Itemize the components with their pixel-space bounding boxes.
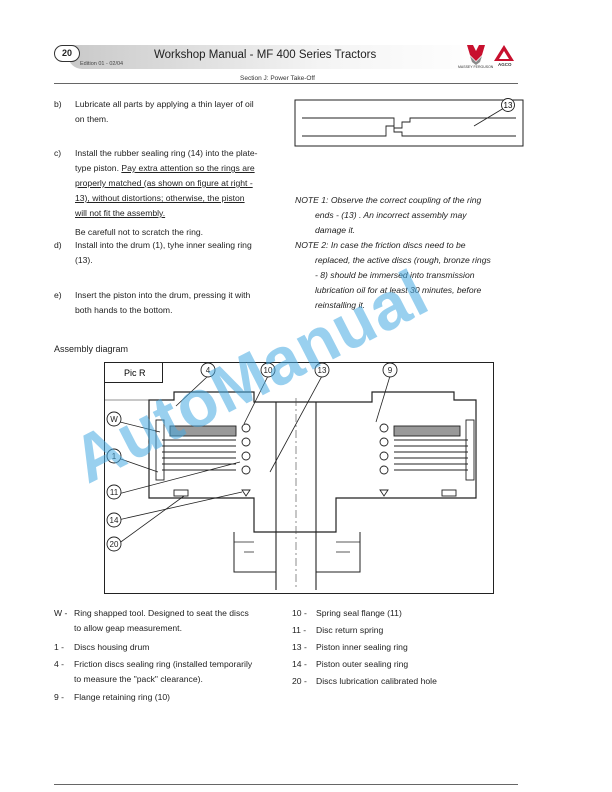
- pic-label: Pic R: [124, 368, 146, 378]
- legend-item-9: 9 - Flange retaining ring (10): [54, 690, 294, 705]
- legend-key: 13 -: [292, 642, 307, 652]
- step-line-part: type piston.: [75, 163, 122, 173]
- edition-label: Edition 01 - 02/04: [80, 61, 124, 67]
- step-line: Lubricate all parts by applying a thin l…: [75, 99, 254, 109]
- legend-key: 14 -: [292, 659, 307, 669]
- step-marker: b): [54, 99, 62, 109]
- step-d: d) Install into the drum (1), tyhe inner…: [54, 238, 334, 270]
- logo-left-caption: MASSEY FERGUSON: [458, 65, 494, 69]
- step-marker: e): [54, 290, 62, 300]
- callout-9-label: 9: [388, 366, 393, 375]
- step-c: c) Install the rubber sealing ring (14) …: [54, 146, 334, 246]
- legend-key: W -: [54, 608, 68, 618]
- note-text: - 8) should be immersed into transmissio…: [315, 270, 475, 280]
- step-text: Lubricate all parts by applying a thin l…: [75, 97, 333, 127]
- legend-line: Ring shapped tool. Designed to seat the …: [74, 608, 249, 618]
- assembly-diagram-heading: Assembly diagram: [54, 344, 129, 354]
- note-text: Observe the correct coupling of the ring: [330, 195, 482, 205]
- legend-key: 1 -: [54, 642, 65, 652]
- legend-value: Ring shapped tool. Designed to seat the …: [74, 606, 292, 636]
- step-text: Install the rubber sealing ring (14) int…: [75, 146, 333, 240]
- underlined-text: Pay extra attention so the rings are: [121, 163, 255, 173]
- note-2: NOTE 2: In case the friction discs need …: [295, 238, 521, 314]
- header-rule: [54, 83, 518, 84]
- callout-10-label: 10: [264, 366, 273, 375]
- note-label: NOTE 2:: [295, 240, 329, 250]
- agco-logo-icon: [494, 45, 514, 61]
- legend-value: Spring seal flange (11): [316, 608, 402, 618]
- step-marker: d): [54, 240, 62, 250]
- legend-value: Disc return spring: [316, 625, 384, 635]
- step-line: Be carefull not to scratch the ring.: [75, 227, 204, 237]
- step-line: type piston. Pay extra attention so the …: [75, 161, 333, 176]
- callout-4-label: 4: [206, 366, 211, 375]
- callout-20-label: 20: [110, 540, 119, 549]
- underlined-text: will not fit the assembly.: [75, 208, 166, 218]
- legend-key: 9 -: [54, 692, 65, 702]
- legend-key: 4 -: [54, 659, 65, 669]
- massey-ferguson-logo-icon: [467, 45, 485, 65]
- legend-item-1: 1 - Discs housing drum: [54, 640, 294, 655]
- legend-value: Discs lubrication calibrated hole: [316, 676, 437, 686]
- step-line: Install into the drum (1), tyhe inner se…: [75, 240, 252, 250]
- note-text: lubrication oil for at least 30 minutes,…: [315, 285, 482, 295]
- legend-item-14: 14 - Piston outer sealing ring: [292, 657, 518, 672]
- callout-13-label: 13: [318, 366, 327, 375]
- underlined-text: 13), without distortions; otherwise, the…: [75, 193, 245, 203]
- legend-value: Piston outer sealing ring: [316, 659, 409, 669]
- step-marker: c): [54, 148, 62, 158]
- callout-1-label: 1: [112, 452, 117, 461]
- step-e: e) Insert the piston into the drum, pres…: [54, 288, 334, 320]
- note-text: In case the friction discs need to be: [330, 240, 466, 250]
- legend-item-10: 10 - Spring seal flange (11): [292, 606, 518, 621]
- legend-item-4: 4 - Friction discs sealing ring (install…: [54, 657, 294, 687]
- assembly-diagram: Pic R: [104, 362, 494, 594]
- legend-line: to allow geap measurement.: [74, 623, 182, 633]
- legend-line: Friction discs sealing ring (installed t…: [74, 659, 253, 669]
- note-text: reinstalling it.: [315, 300, 366, 310]
- legend-value: Piston inner sealing ring: [316, 642, 408, 652]
- legend-value: Flange retaining ring (10): [74, 692, 171, 702]
- ring-coupling-detail-figure: 13: [294, 98, 524, 147]
- legend-value: Friction discs sealing ring (installed t…: [74, 657, 292, 687]
- note-text: replaced, the active discs (rough, bronz…: [315, 255, 491, 265]
- step-line: Install the rubber sealing ring (14) int…: [75, 148, 258, 158]
- note-text: damage it.: [315, 225, 356, 235]
- step-line: (13).: [75, 255, 93, 265]
- logo-right-caption: AGCO: [498, 62, 512, 67]
- section-label: Section J: Power Take-Off: [240, 75, 315, 82]
- step-text: Insert the piston into the drum, pressin…: [75, 288, 333, 318]
- footer-rule: [54, 784, 518, 785]
- manual-title: Workshop Manual - MF 400 Series Tractors: [154, 49, 377, 61]
- callout-14-label: 14: [110, 516, 119, 525]
- legend-item-13: 13 - Piston inner sealing ring: [292, 640, 518, 655]
- underlined-text: properly matched (as shown on figure at …: [75, 178, 253, 188]
- header-band: [68, 45, 488, 69]
- legend-line: to measure the "pack" clearance).: [74, 674, 203, 684]
- step-line: on them.: [75, 114, 109, 124]
- callout-13-label: 13: [504, 101, 513, 110]
- page-header: 20 Workshop Manual - MF 400 Series Tract…: [54, 42, 518, 72]
- step-line: both hands to the bottom.: [75, 305, 173, 315]
- legend-item-11: 11 - Disc return spring: [292, 623, 518, 638]
- legend-key: 20 -: [292, 676, 307, 686]
- note-label: NOTE 1:: [295, 195, 329, 205]
- legend-key: 11 -: [292, 625, 307, 635]
- step-b: b) Lubricate all parts by applying a thi…: [54, 97, 334, 129]
- legend-item-w: W - Ring shapped tool. Designed to seat …: [54, 606, 294, 636]
- step-text: Install into the drum (1), tyhe inner se…: [75, 238, 333, 268]
- note-1: NOTE 1: Observe the correct coupling of …: [295, 193, 521, 239]
- note-text: ends - (13) . An incorrect assembly may: [315, 210, 467, 220]
- callout-11-label: 11: [110, 488, 119, 497]
- step-line: Insert the piston into the drum, pressin…: [75, 290, 251, 300]
- legend-item-20: 20 - Discs lubrication calibrated hole: [292, 674, 518, 689]
- legend-key: 10 -: [292, 608, 307, 618]
- callout-w-label: W: [110, 415, 118, 424]
- page-number: 20: [54, 45, 80, 62]
- legend-value: Discs housing drum: [74, 642, 150, 652]
